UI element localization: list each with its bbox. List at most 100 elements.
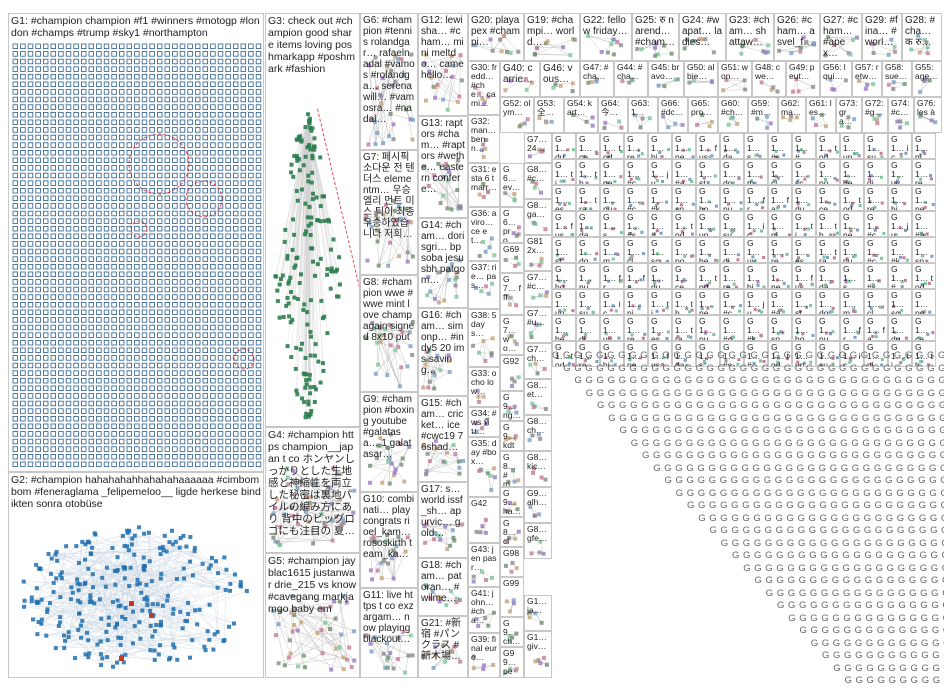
small-group-cell[interactable]: G1… s… — [600, 211, 624, 237]
small-group-cell[interactable]: G1… ni… — [864, 341, 888, 367]
group-panel-g8a[interactable]: G8… #m… — [500, 451, 524, 487]
group-panel-g55[interactable]: G55: age… — [912, 61, 942, 97]
group-panel-g7f[interactable]: G7… ch… — [524, 343, 552, 379]
group-panel-g25[interactable]: G25: रु narend… #cham… — [632, 13, 679, 61]
group-panel-g53[interactable]: G53: 全… — [534, 97, 564, 133]
group-panel-g47[interactable]: G47: #cha… — [580, 61, 614, 97]
group-panel-g13[interactable]: G13: raptors #cham… #raptors #wethe… eas… — [418, 116, 468, 218]
small-group-cell[interactable]: G1… pu… — [840, 237, 864, 263]
small-group-cell[interactable]: G1… #s… — [624, 211, 648, 237]
small-group-cell[interactable]: G1… mr… — [744, 159, 768, 185]
small-group-cell[interactable]: G1… st… — [792, 289, 816, 315]
small-group-cell[interactable]: G1… pu… — [600, 185, 624, 211]
small-group-cell[interactable]: G1… cel… — [816, 185, 840, 211]
group-panel-g24[interactable]: G24: #wapat… ladies… — [679, 13, 726, 61]
small-group-cell[interactable]: G1… st… — [696, 159, 720, 185]
small-group-cell[interactable]: G1… es… — [552, 185, 576, 211]
small-group-cell[interactable]: G1… #k… — [744, 315, 768, 341]
small-group-cell[interactable]: G1… du… — [552, 133, 576, 159]
group-panel-g5[interactable]: G5: #champion jayblac1615 justanwar drie… — [265, 553, 360, 678]
small-group-cell[interactable]: G1… tod… — [672, 211, 696, 237]
small-group-cell[interactable]: G1… mr… — [840, 289, 864, 315]
group-panel-g22[interactable]: G22: fellow friday… — [580, 13, 632, 61]
small-group-cell[interactable]: G1… #c… — [864, 211, 888, 237]
small-group-cell[interactable]: G1… hi… — [648, 133, 672, 159]
small-group-cell[interactable]: G1… ho… — [552, 263, 576, 289]
small-group-cell[interactable]: G1… be… — [840, 159, 864, 185]
small-group-cell[interactable]: G1… du… — [888, 315, 912, 341]
small-group-cell[interactable]: G1… th… — [672, 289, 696, 315]
small-group-cell[interactable]: G1… ne… — [672, 133, 696, 159]
group-panel-g52[interactable]: G52: olym… — [500, 97, 534, 133]
small-group-cell[interactable]: G1… ni… — [912, 133, 936, 159]
small-group-cell[interactable]: G1… fr… — [840, 315, 864, 341]
group-panel-g9d[interactable]: G9… ch… — [500, 617, 524, 647]
small-group-cell[interactable]: G1… #k… — [888, 237, 912, 263]
small-group-cell[interactable]: G1… ti… — [648, 289, 672, 315]
small-group-cell[interactable]: G1… fus… — [696, 133, 720, 159]
small-group-cell[interactable]: G1… ic… — [744, 211, 768, 237]
small-group-cell[interactable]: G1… do… — [720, 159, 744, 185]
group-panel-g48[interactable]: G48: cwe… — [752, 61, 786, 97]
small-group-cell[interactable]: G1… di… — [864, 159, 888, 185]
group-panel-g9[interactable]: G9: #champion #boxing youtube #galatasa…… — [360, 392, 418, 492]
small-group-cell[interactable]: G1… re… — [720, 263, 744, 289]
small-group-cell[interactable]: G1… up… — [552, 289, 576, 315]
group-panel-g15[interactable]: G15: #cham… cricket… ice #cwc19 76shad… — [418, 396, 468, 482]
small-group-cell[interactable]: G1… cel… — [912, 315, 936, 341]
small-group-cell[interactable]: G1… #cl… — [720, 315, 744, 341]
small-group-cell[interactable]: G1… mr… — [600, 237, 624, 263]
group-panel-g8e[interactable]: G8… et… — [524, 379, 552, 415]
small-group-cell[interactable]: G1… ju… — [648, 159, 672, 185]
group-panel-g7e[interactable]: G7… #u… — [524, 307, 552, 343]
group-panel-g31[interactable]: G31: esta 6 tmarr… — [468, 163, 500, 207]
small-group-cell[interactable]: G1… nu… — [816, 315, 840, 341]
group-panel-g10[interactable]: G10: combinati… play congrats rioel_kam…… — [360, 492, 418, 588]
group-panel-g4[interactable]: G4: #champion https champion__japan t co… — [265, 427, 360, 553]
group-panel-g81[interactable]: G81 2x… — [524, 235, 552, 271]
small-group-cell[interactable]: G1… su… — [816, 341, 840, 367]
group-panel-g6c[interactable]: G6… pro… — [500, 207, 524, 243]
group-panel-g8g[interactable]: G8… kic… — [524, 451, 552, 487]
small-group-cell[interactable]: G1… sc… — [888, 289, 912, 315]
small-group-cell[interactable]: G1… re… — [576, 341, 600, 367]
group-panel-g20[interactable]: G20: playapex #champi… — [468, 13, 524, 61]
small-group-cell[interactable]: G1… hi… — [744, 263, 768, 289]
small-group-cell[interactable]: G1… be… — [696, 237, 720, 263]
group-panel-g61[interactable]: G61: les… — [806, 97, 836, 133]
small-group-cell[interactable]: G1… ti… — [888, 341, 912, 367]
small-group-cell[interactable]: G1… nu… — [576, 263, 600, 289]
small-group-cell[interactable]: G1… cel… — [576, 133, 600, 159]
group-panel-g2[interactable]: G2: #champion hahahahahhahahahaaaaaa #ci… — [8, 472, 264, 678]
small-group-cell[interactable]: G1… su… — [864, 133, 888, 159]
group-panel-g6b[interactable]: G6… ev… — [500, 163, 524, 207]
group-panel-g29[interactable]: G29: #fina… #worl… — [862, 13, 902, 61]
group-panel-g30[interactable]: G30: fredd… #che… cami… — [468, 61, 500, 115]
group-panel-g64[interactable]: G64: 今… — [598, 97, 628, 133]
group-panel-g66[interactable]: G66: #dc… — [658, 97, 688, 133]
small-group-cell[interactable]: G1… tod… — [912, 263, 936, 289]
small-group-cell[interactable]: G1… th… — [816, 211, 840, 237]
group-panel-g7[interactable]: G7: 페시픽 소다운 전 텐더스 elementm… 우승 엘리 먼트 미스 … — [360, 150, 418, 275]
small-group-cell[interactable]: G1… ref… — [768, 237, 792, 263]
small-group-cell[interactable]: G1… re… — [624, 133, 648, 159]
group-panel-g8f[interactable]: G8… ch… — [524, 415, 552, 451]
group-panel-g39[interactable]: G39: final euro… — [468, 633, 500, 678]
group-panel-g59[interactable]: G59: #m… — [748, 97, 778, 133]
small-group-cell[interactable]: G1… #cl… — [864, 237, 888, 263]
small-group-cell[interactable]: G1… #s… — [768, 133, 792, 159]
group-panel-g57[interactable]: G57: retw… — [852, 61, 882, 97]
small-group-cell[interactable]: G1… ne… — [600, 159, 624, 185]
small-group-cell[interactable]: G1… ic… — [600, 289, 624, 315]
group-panel-g99b[interactable]: G99… per… — [500, 647, 524, 678]
group-panel-g8d[interactable]: G8… ga… — [524, 199, 552, 235]
small-group-cell[interactable]: G1… hi… — [888, 185, 912, 211]
small-group-cell[interactable]: G1… ti… — [552, 159, 576, 185]
group-panel-g76[interactable]: G76: les à — [914, 97, 942, 133]
small-group-cell[interactable]: G1… uv… — [600, 315, 624, 341]
group-panel-g8b[interactable]: G8… cla… — [500, 517, 524, 547]
small-group-cell[interactable]: G1… ti… — [792, 211, 816, 237]
small-group-cell[interactable]: G1… cel… — [672, 263, 696, 289]
small-group-cell[interactable]: G1… uv… — [744, 237, 768, 263]
group-panel-g1[interactable]: G1: #champion champion #f1 #winners #mot… — [8, 13, 264, 472]
